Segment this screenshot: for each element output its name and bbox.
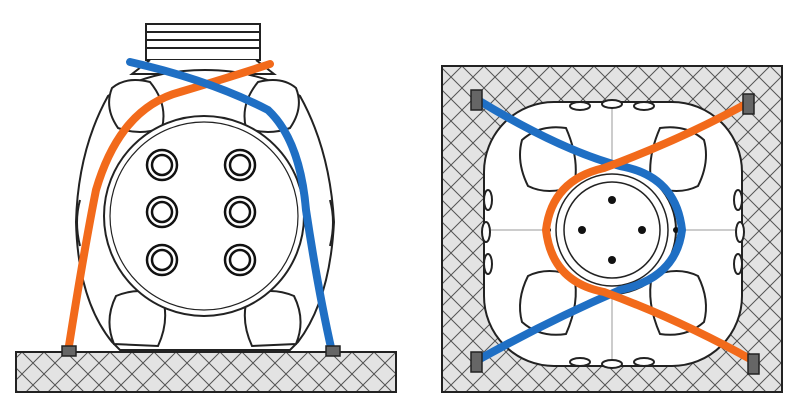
anchor-icon bbox=[470, 351, 483, 373]
port-icon bbox=[223, 243, 257, 277]
anchor-icon bbox=[742, 93, 755, 115]
strap-orange-top bbox=[541, 100, 756, 364]
port-icon bbox=[223, 195, 257, 229]
ports-grid bbox=[145, 148, 257, 277]
port-icon bbox=[145, 195, 179, 229]
strap-blue-top bbox=[474, 96, 687, 364]
port-icon bbox=[223, 148, 257, 182]
port-icon bbox=[145, 148, 179, 182]
strap-orange-side bbox=[64, 60, 274, 356]
anchor-icon bbox=[325, 345, 341, 357]
anchor-icon bbox=[470, 89, 483, 111]
port-icon bbox=[145, 243, 179, 277]
ground-base bbox=[15, 351, 397, 393]
neck-bolts bbox=[545, 196, 679, 264]
top-view bbox=[441, 65, 783, 393]
strap-blue-side bbox=[126, 58, 336, 356]
anchor-icon bbox=[61, 345, 77, 357]
tank-body-top-icon bbox=[481, 99, 745, 369]
tank-body-side-icon bbox=[74, 23, 336, 351]
anchor-icon bbox=[747, 353, 760, 375]
side-view bbox=[15, 23, 397, 393]
